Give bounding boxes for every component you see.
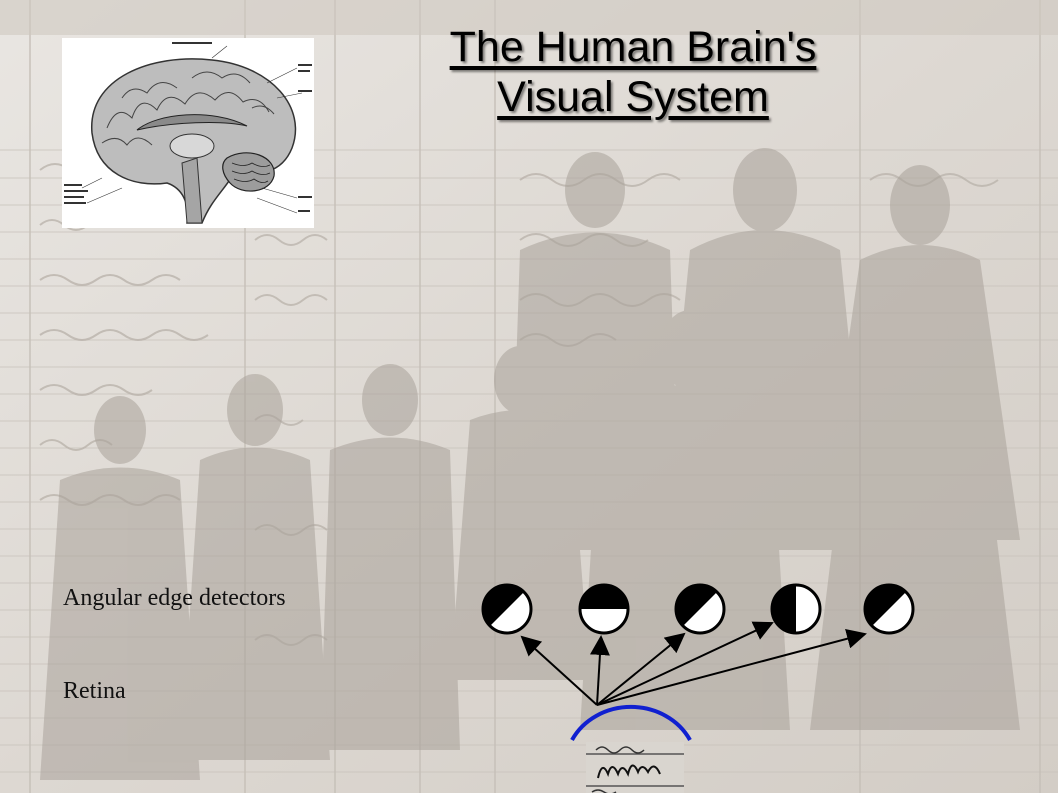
brain-diagram-image xyxy=(62,38,314,228)
arrow-to-detector-5 xyxy=(596,628,867,706)
arrow-to-detector-1 xyxy=(520,635,598,706)
label-angular-edge-detectors: Angular edge detectors xyxy=(63,585,286,611)
edge-detector-circle xyxy=(674,583,726,635)
title-line-1: The Human Brain's xyxy=(449,23,817,71)
slide-title: The Human Brain's Visual System xyxy=(360,22,906,122)
edge-detector-circle xyxy=(863,583,915,635)
arrow-to-detector-2 xyxy=(589,635,610,706)
edge-detector-circle xyxy=(770,583,822,635)
signature-image xyxy=(586,742,684,793)
edge-detector-circle xyxy=(481,583,533,635)
title-line-2: Visual System xyxy=(497,73,769,121)
arrow-to-detector-4 xyxy=(596,621,774,706)
label-retina: Retina xyxy=(63,678,126,704)
retina-arc xyxy=(570,704,692,741)
arrow-to-detector-3 xyxy=(596,632,686,706)
edge-detector-circle xyxy=(578,583,630,635)
